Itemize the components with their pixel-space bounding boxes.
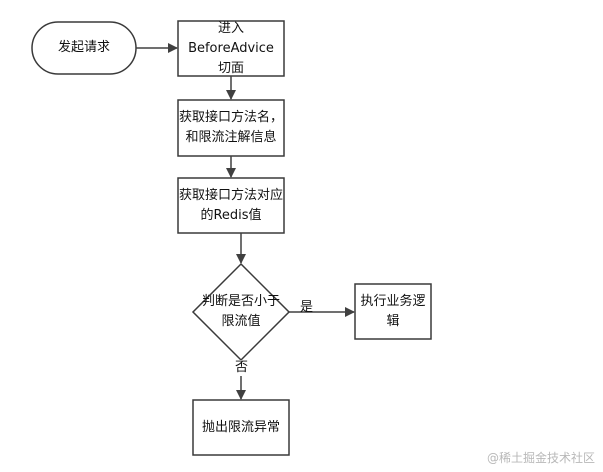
exception-box (192, 399, 290, 456)
no-edge-label: 否 (234, 360, 250, 376)
watermark-text: @稀土掘金技术社区 (486, 451, 595, 465)
get-method-box (177, 99, 285, 157)
business-logic-box (354, 283, 432, 340)
yes-edge-label: 是 (300, 300, 314, 315)
decision-diamond (191, 262, 291, 362)
get-redis-box (177, 177, 285, 234)
start-node-shape (31, 21, 137, 75)
before-advice-box (177, 20, 285, 77)
